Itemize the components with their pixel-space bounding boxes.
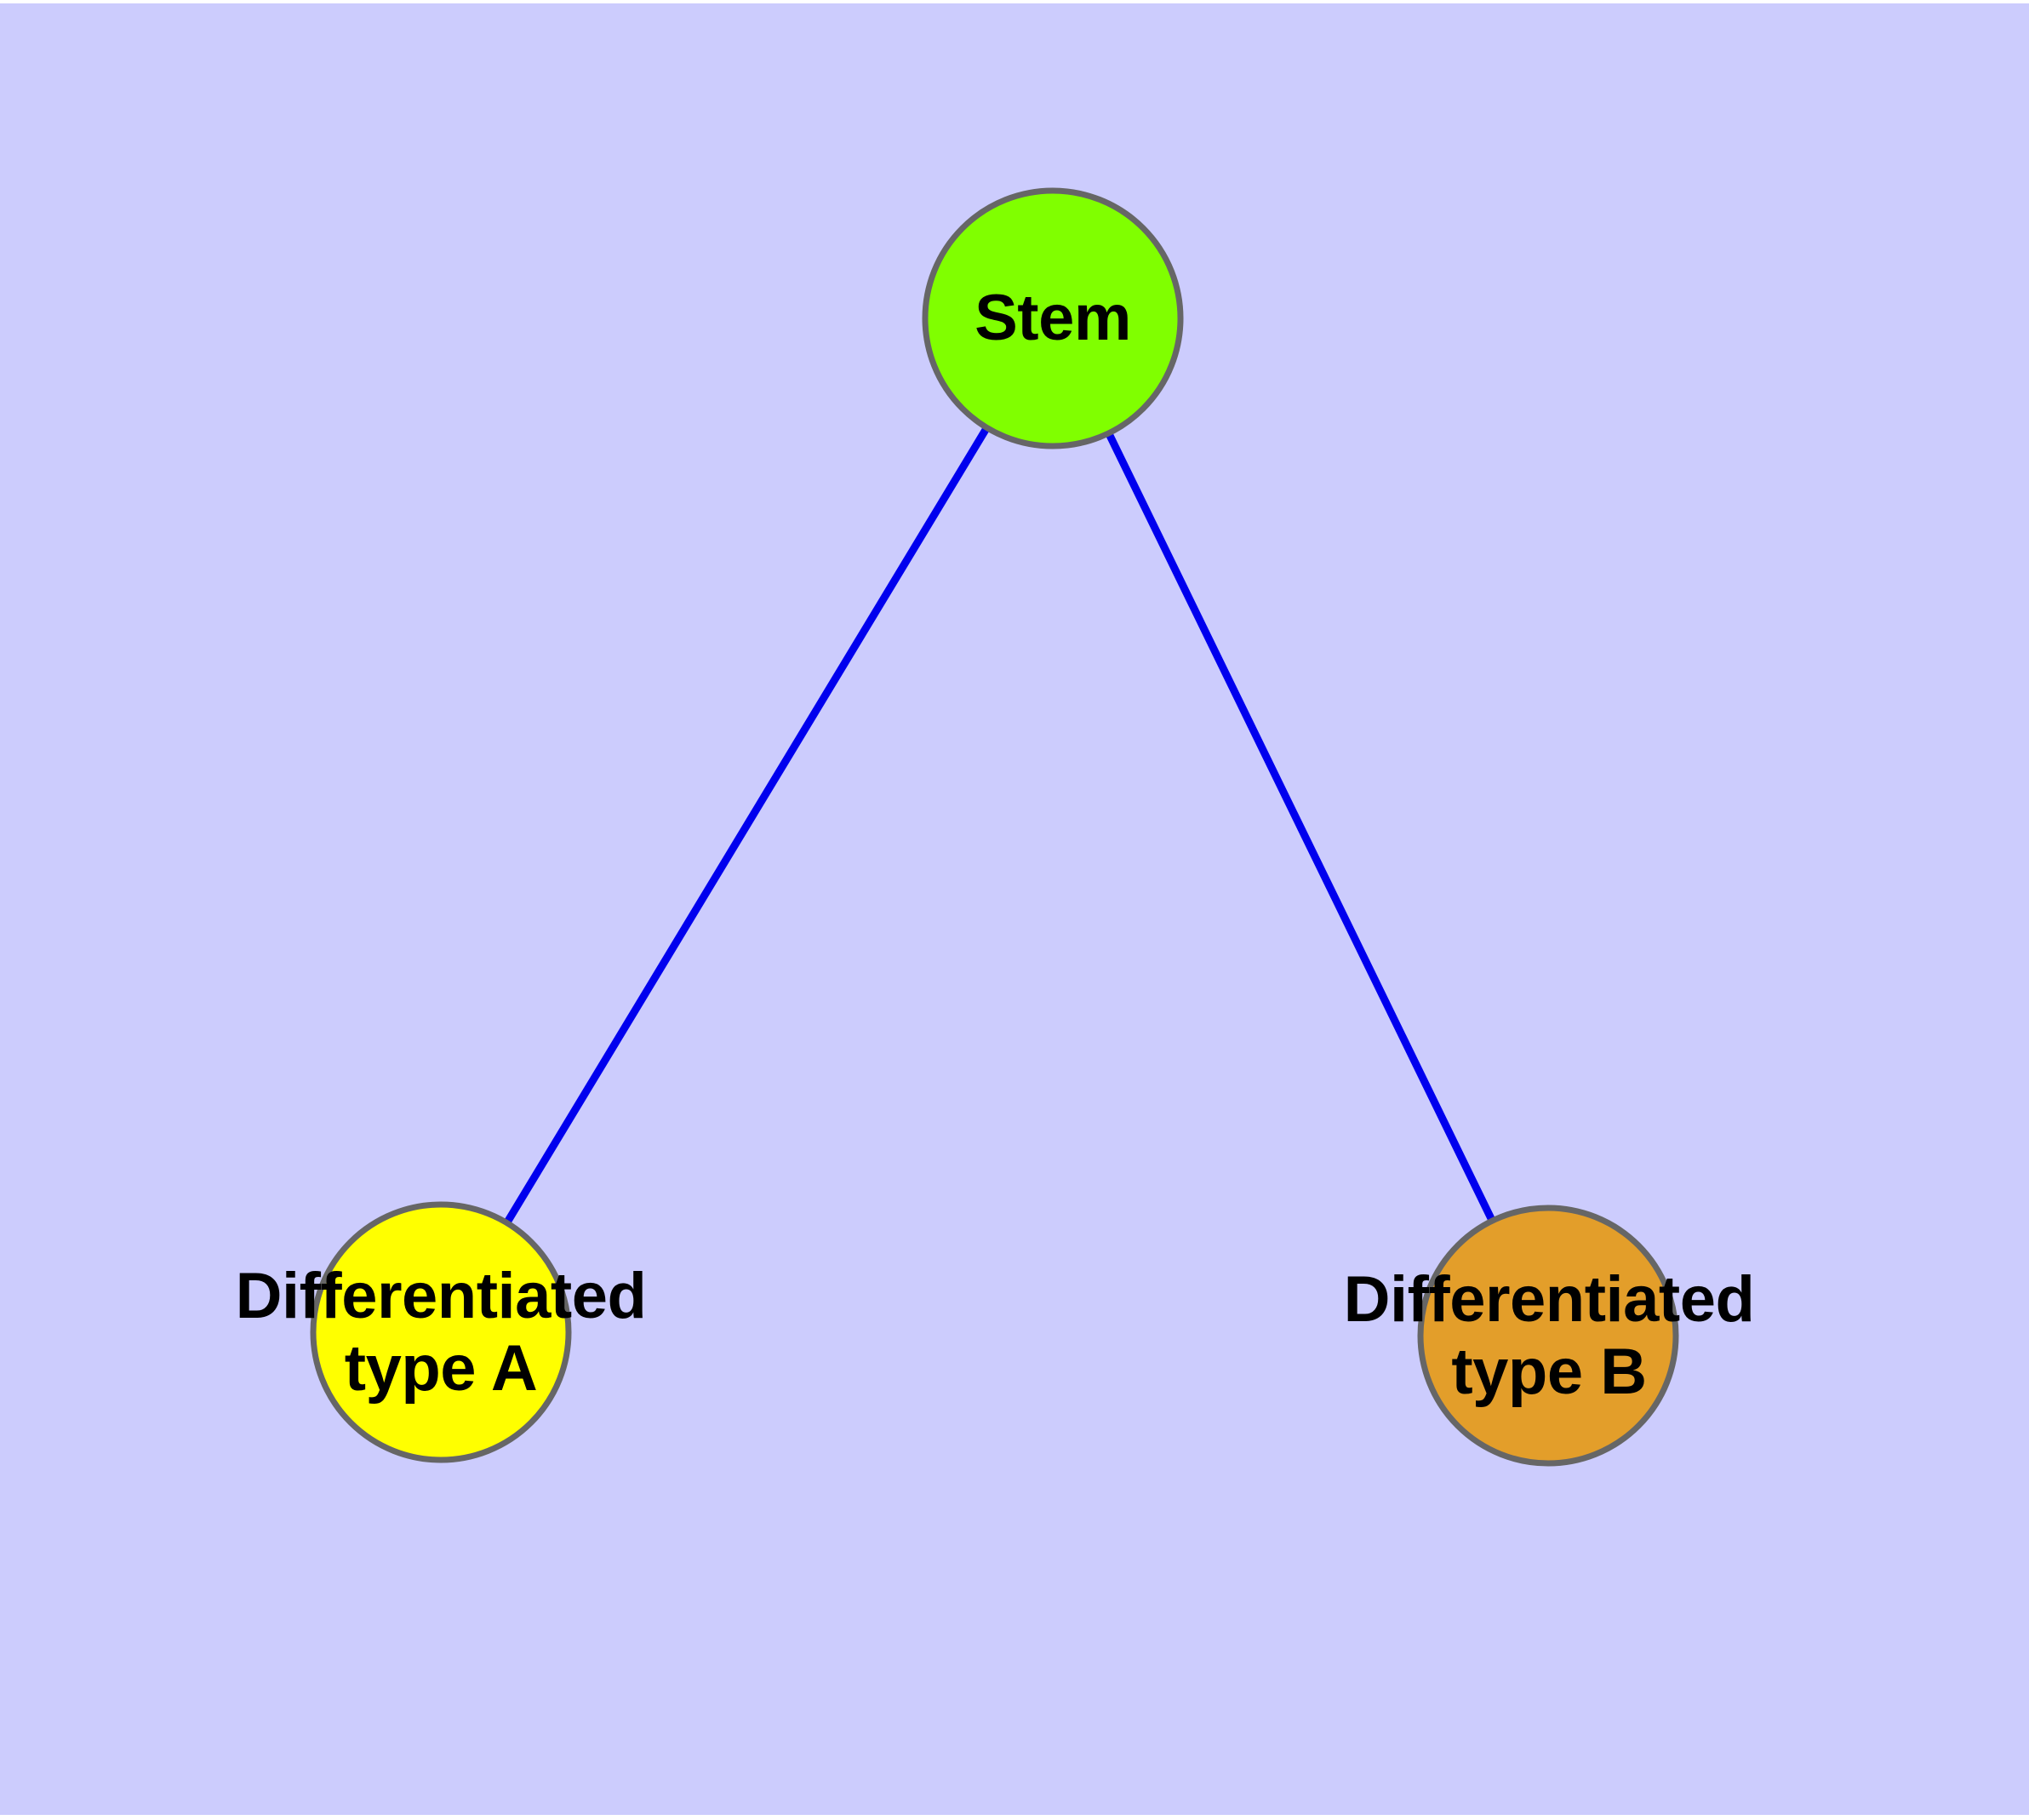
node-stem[interactable]	[922, 187, 1184, 449]
node-diff-b[interactable]	[1417, 1205, 1679, 1467]
node-diff-a[interactable]	[310, 1201, 572, 1463]
edge-stem-to-diff-b[interactable]	[1049, 317, 1552, 1337]
edge-stem-to-diff-a[interactable]	[437, 316, 1056, 1335]
